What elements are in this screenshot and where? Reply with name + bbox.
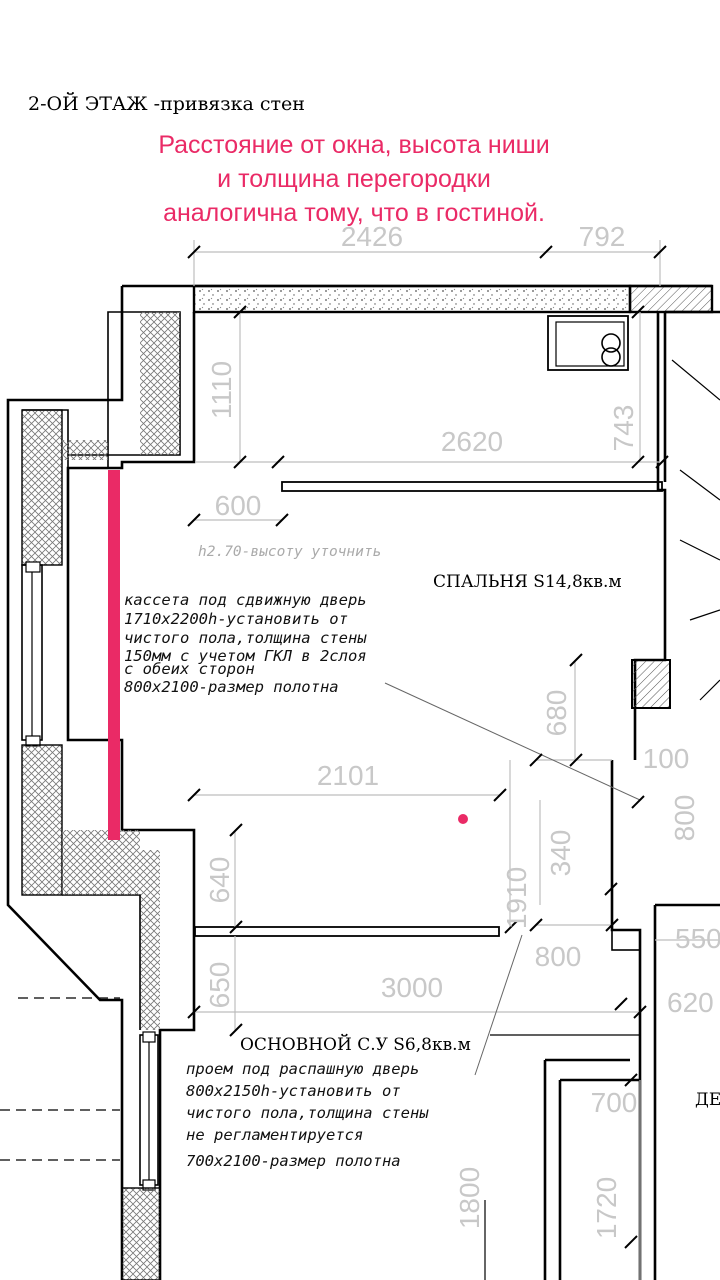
accent-note-line-3: аналогична тому, что в гостиной.	[163, 199, 545, 227]
dim-700: 700	[591, 1087, 638, 1118]
top-wall	[122, 284, 714, 314]
left-wall	[0, 286, 196, 1280]
dim-1910: 1910	[501, 867, 532, 929]
dim-640: 640	[204, 857, 235, 904]
height-note: h2.70-высоту уточнить	[198, 544, 381, 560]
cassette-note: кассета под сдвижную дверь 1710х2200h-ус…	[124, 591, 367, 696]
dim-100: 100	[643, 743, 690, 774]
room-bathroom: ОСНОВНОЙ С.У S6,8кв.м	[240, 1034, 471, 1055]
dim-1110: 1110	[206, 361, 237, 419]
dim-800-b: 800	[535, 941, 582, 972]
cassette-note-line-6: 800х2100-размер полотна	[124, 678, 339, 696]
accent-note-line-2: и толщина перегородки	[217, 165, 491, 193]
opening-note-line-5: 700х2100-размер полотна	[186, 1152, 401, 1170]
dim-2620: 2620	[441, 426, 503, 457]
accent-note-line-1: Расстояние от окна, высота ниши	[158, 131, 549, 159]
dim-650: 650	[204, 962, 235, 1009]
dim-600: 600	[215, 490, 262, 521]
dimension-lines	[187, 240, 720, 1280]
dim-1800: 1800	[454, 1167, 485, 1229]
room-bedroom: СПАЛЬНЯ S14,8кв.м	[433, 572, 622, 592]
opening-note-line-3: чистого пола,толщина стены	[186, 1104, 429, 1122]
dim-550: 550	[675, 923, 720, 954]
dim-3000: 3000	[381, 972, 443, 1003]
cassette-note-line-5: с обеих сторон	[124, 660, 255, 678]
opening-note-line-4: не регламентируется	[186, 1126, 363, 1144]
dim-680: 680	[541, 690, 572, 737]
dim-743: 743	[608, 405, 639, 452]
dim-792: 792	[579, 221, 626, 252]
opening-note-line-1: проем под распашную дверь	[186, 1060, 419, 1078]
dim-2426: 2426	[341, 221, 403, 252]
dim-2101: 2101	[317, 760, 379, 791]
cassette-note-line-3: чистого пола,толщина стены	[124, 629, 367, 647]
accent-dot	[458, 814, 468, 824]
page-title: 2-ОЙ ЭТАЖ -привязка стен	[28, 92, 305, 115]
dimension-labels: 2426 792 1110 743 2620 600 680 100 800 2…	[204, 221, 720, 1239]
dim-1720: 1720	[591, 1177, 622, 1239]
cassette-marker	[108, 470, 120, 840]
dim-800-a: 800	[669, 795, 700, 842]
room-cut-label: ДЕ	[695, 1090, 720, 1110]
cassette-note-line-1: кассета под сдвижную дверь	[124, 591, 367, 609]
opening-note: проем под распашную дверь 800х2150h-уста…	[186, 1060, 429, 1170]
accent-note: Расстояние от окна, высота ниши и толщин…	[158, 131, 549, 227]
opening-note-line-2: 800х2150h-установить от	[186, 1082, 401, 1100]
cassette-note-line-2: 1710х2200h-установить от	[124, 610, 348, 628]
cassette-note-line-4: 150мм с учетом ГКЛ в 2слоя	[124, 647, 367, 665]
dim-620: 620	[667, 987, 714, 1018]
dim-340: 340	[545, 830, 576, 877]
